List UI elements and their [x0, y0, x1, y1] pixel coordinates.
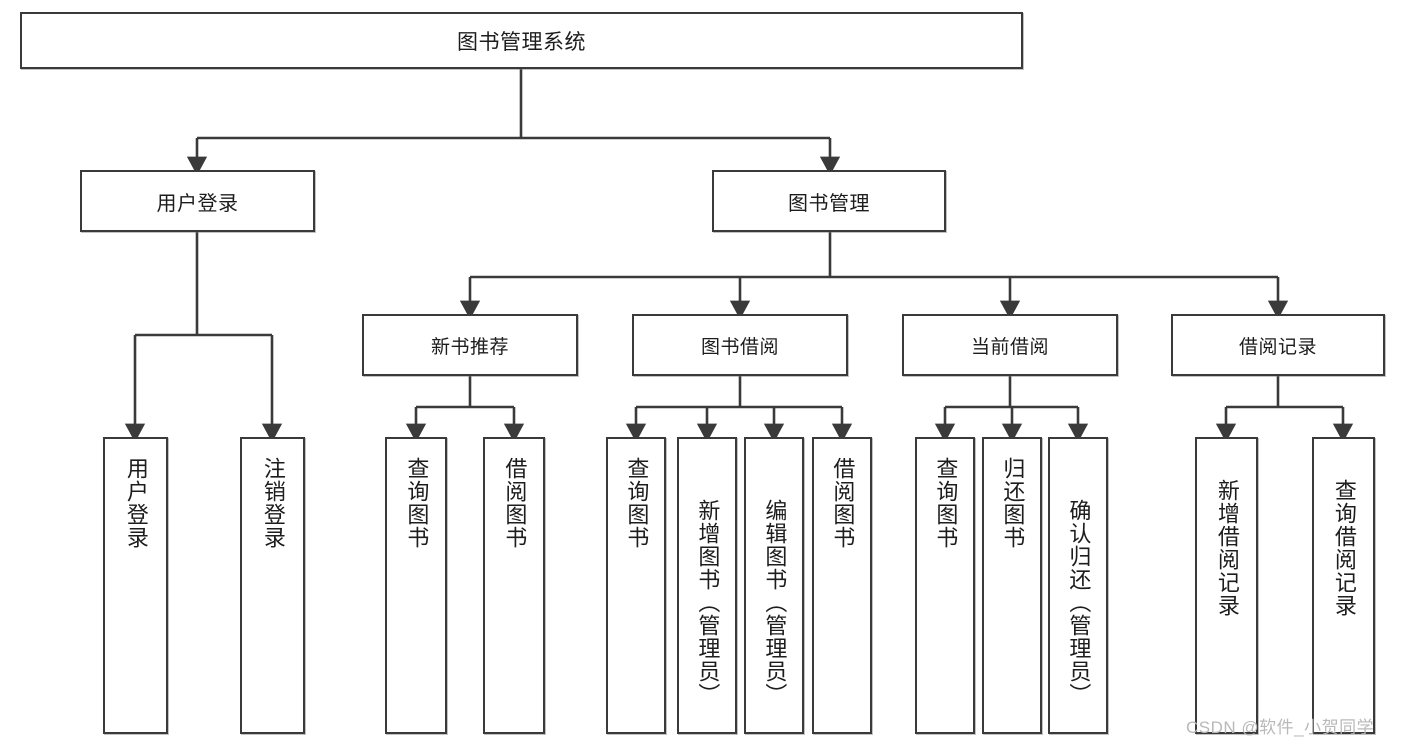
leaf-confirm-return-admin[interactable]: 确认归还（管理员）: [1048, 437, 1108, 734]
node-label: 新增图书（管理员）: [695, 499, 721, 706]
node-label: 当前借阅: [970, 336, 1049, 358]
node-label: 编辑图书（管理员）: [762, 499, 788, 706]
node-label: 借阅图书: [830, 457, 856, 549]
node-user-login[interactable]: 用户登录: [80, 170, 315, 232]
leaf-user-login[interactable]: 用户登录: [103, 437, 168, 734]
node-label: 图书管理系统: [457, 30, 586, 54]
node-new-book-recommend[interactable]: 新书推荐: [362, 314, 578, 376]
node-label: 图书借阅: [700, 336, 779, 358]
node-label: 归还图书: [1000, 457, 1026, 549]
node-book-borrow[interactable]: 图书借阅: [632, 314, 848, 376]
node-label: 借阅记录: [1238, 336, 1317, 358]
node-current-borrow[interactable]: 当前借阅: [902, 314, 1118, 376]
leaf-edit-book-admin[interactable]: 编辑图书（管理员）: [744, 437, 804, 734]
node-book-management[interactable]: 图书管理: [712, 170, 946, 232]
leaf-query-book-newbook[interactable]: 查询图书: [385, 437, 447, 734]
node-label: 新书推荐: [430, 336, 509, 358]
node-label: 查询图书: [933, 457, 959, 549]
node-label: 查询借阅记录: [1331, 479, 1357, 617]
leaf-query-book-current[interactable]: 查询图书: [915, 437, 975, 734]
leaf-query-book-borrow[interactable]: 查询图书: [606, 437, 666, 734]
leaf-add-borrow-record[interactable]: 新增借阅记录: [1195, 437, 1258, 734]
leaf-query-borrow-record[interactable]: 查询借阅记录: [1312, 437, 1375, 734]
leaf-borrow-book[interactable]: 借阅图书: [812, 437, 872, 734]
csdn-watermark: CSDN @软件_小贺同学: [1186, 718, 1375, 737]
node-label: 用户登录: [123, 457, 149, 549]
node-borrow-record[interactable]: 借阅记录: [1171, 314, 1385, 376]
node-label: 用户登录: [156, 192, 239, 215]
leaf-logout[interactable]: 注销登录: [240, 437, 305, 734]
leaf-return-book[interactable]: 归还图书: [982, 437, 1042, 734]
node-label: 借阅图书: [502, 457, 528, 549]
node-label: 新增借阅记录: [1214, 479, 1240, 617]
node-root-system[interactable]: 图书管理系统: [20, 12, 1023, 69]
leaf-add-book-admin[interactable]: 新增图书（管理员）: [677, 437, 737, 734]
node-label: 查询图书: [624, 457, 650, 549]
node-label: 确认归还（管理员）: [1066, 499, 1092, 706]
node-label: 查询图书: [404, 457, 430, 549]
node-label: 图书管理: [788, 192, 870, 215]
node-label: 注销登录: [260, 457, 286, 549]
leaf-borrow-book-newbook[interactable]: 借阅图书: [483, 437, 545, 734]
